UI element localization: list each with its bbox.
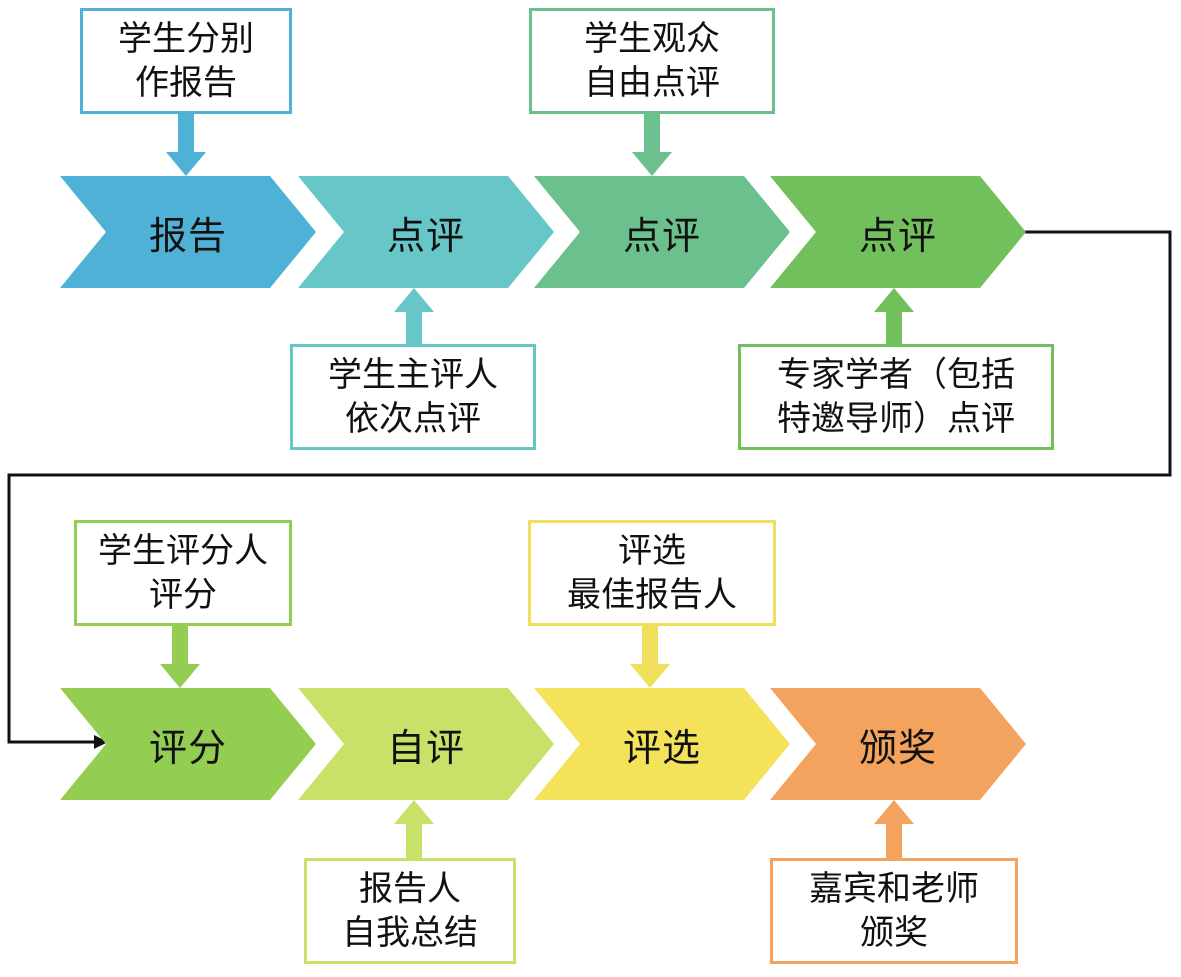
step-selection: 评选 xyxy=(534,688,790,800)
step-label: 点评 xyxy=(386,213,465,258)
note-line: 嘉宾和老师 xyxy=(809,869,979,909)
step-label: 报告 xyxy=(148,213,227,258)
step-self-review: 自评 xyxy=(298,688,554,800)
note-self-summary: 报告人 自我总结 xyxy=(304,858,516,964)
arrow-up-icon xyxy=(874,288,914,344)
note-student-scorer: 学生评分人 评分 xyxy=(74,520,292,626)
note-line: 学生评分人 xyxy=(98,531,268,571)
note-line: 学生主评人 xyxy=(328,355,498,395)
step-review-3: 点评 xyxy=(770,176,1026,288)
arrow-down-icon xyxy=(166,114,206,176)
note-lead-reviewer: 学生主评人 依次点评 xyxy=(290,344,536,450)
note-line: 评选 xyxy=(618,531,686,571)
note-guest-award: 嘉宾和老师 颁奖 xyxy=(770,858,1018,964)
step-label: 点评 xyxy=(622,213,701,258)
note-line: 自我总结 xyxy=(342,913,478,953)
note-line: 最佳报告人 xyxy=(567,575,737,615)
note-line: 自由点评 xyxy=(584,63,720,103)
note-line: 学生观众 xyxy=(584,19,720,59)
note-audience-review: 学生观众 自由点评 xyxy=(529,8,775,114)
arrow-down-icon xyxy=(160,626,200,688)
arrow-down-icon xyxy=(630,626,670,688)
arrow-up-icon xyxy=(394,288,434,344)
step-label: 颁奖 xyxy=(858,725,937,770)
note-line: 专家学者（包括 xyxy=(777,355,1015,395)
step-label: 自评 xyxy=(386,725,465,770)
arrow-up-icon xyxy=(394,800,434,858)
step-label: 点评 xyxy=(858,213,937,258)
step-report: 报告 xyxy=(60,176,316,288)
step-review-2: 点评 xyxy=(534,176,790,288)
note-expert-review: 专家学者（包括 特邀导师）点评 xyxy=(738,344,1054,450)
note-line: 依次点评 xyxy=(345,399,481,439)
step-award: 颁奖 xyxy=(770,688,1026,800)
arrow-up-icon xyxy=(874,800,914,858)
step-scoring: 评分 xyxy=(60,688,316,800)
step-label: 评分 xyxy=(148,725,227,770)
note-students-report: 学生分别 作报告 xyxy=(80,8,292,114)
note-line: 作报告 xyxy=(135,63,237,103)
note-line: 报告人 xyxy=(359,869,461,909)
step-label: 评选 xyxy=(622,725,701,770)
arrow-down-icon xyxy=(632,114,672,176)
step-review-1: 点评 xyxy=(298,176,554,288)
note-best-presenter: 评选 最佳报告人 xyxy=(528,520,776,626)
note-line: 颁奖 xyxy=(860,913,928,953)
note-line: 学生分别 xyxy=(118,19,254,59)
note-line: 特邀导师）点评 xyxy=(777,399,1015,439)
note-line: 评分 xyxy=(149,575,217,615)
